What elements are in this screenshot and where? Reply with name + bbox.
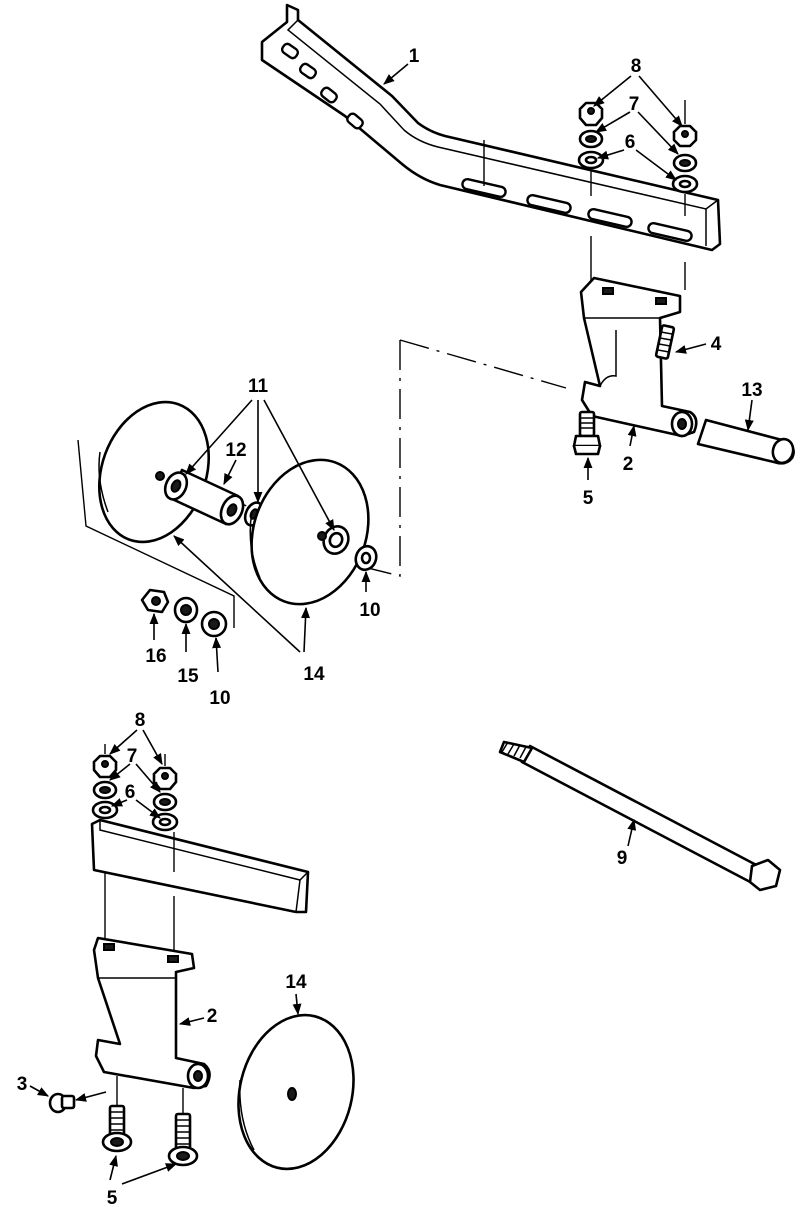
straight-toolbar <box>90 818 310 914</box>
disc-bottom <box>237 1013 355 1171</box>
callout-2-top: 2 <box>623 454 634 475</box>
callout-5-bottom: 5 <box>107 1188 118 1209</box>
callout-7-top: 7 <box>629 94 640 115</box>
hex-nut-bottom-right <box>152 766 178 791</box>
callout-15: 15 <box>177 666 199 687</box>
bolt-top <box>572 410 602 456</box>
lock-washer-top-left <box>578 129 604 149</box>
hex-nut-top-right <box>672 124 698 148</box>
callout-8-bottom: 8 <box>135 710 146 731</box>
flat-washer-top-left <box>577 150 605 170</box>
bolt-bottom-right <box>167 1112 199 1167</box>
callout-4: 4 <box>711 334 722 355</box>
shank-bracket-top <box>579 276 698 438</box>
callout-6-bottom: 6 <box>125 782 136 803</box>
callout-1: 1 <box>409 46 420 67</box>
callout-5-top: 5 <box>583 488 594 509</box>
bearing-right <box>155 471 350 555</box>
flat-washer-top-right <box>671 174 699 194</box>
callout-2-bottom: 2 <box>207 1006 218 1027</box>
leader-lines <box>29 63 754 1185</box>
bearing-left <box>163 471 189 501</box>
flat-washer-bottom-left <box>91 800 119 820</box>
pin <box>696 418 795 465</box>
lock-washer-top-right <box>672 153 698 173</box>
washer-disc-right <box>354 544 378 572</box>
lock-washer-disc <box>173 596 199 624</box>
washer-disc-left <box>200 610 228 638</box>
callout-14-bottom: 14 <box>285 972 307 993</box>
callout-10-bottom: 10 <box>209 688 230 709</box>
long-rod <box>498 740 782 892</box>
callout-7-bottom: 7 <box>127 746 138 767</box>
disc-left <box>97 400 211 544</box>
hex-nut-disc <box>140 588 170 614</box>
shank-bracket-bottom <box>92 936 211 1090</box>
hex-nut-bottom-left <box>92 754 118 779</box>
callout-9: 9 <box>617 848 628 869</box>
callout-12: 12 <box>225 440 246 461</box>
disc-right <box>249 458 370 606</box>
lock-washer-bottom-right <box>152 792 178 812</box>
lock-washer-bottom-left <box>92 780 118 800</box>
hex-nut-top-left <box>578 101 604 127</box>
callout-14-disc: 14 <box>303 664 325 685</box>
mounting-bar <box>260 3 722 252</box>
callout-11: 11 <box>248 376 269 397</box>
set-screw <box>654 324 676 360</box>
callout-3: 3 <box>17 1074 28 1095</box>
callout-10-disc: 10 <box>359 600 380 621</box>
callout-6-top: 6 <box>625 132 636 153</box>
small-screw <box>48 1092 76 1114</box>
bolt-bottom-left <box>101 1104 133 1153</box>
callout-13: 13 <box>741 380 762 401</box>
callout-8-top: 8 <box>631 56 642 77</box>
callout-16: 16 <box>145 646 166 667</box>
